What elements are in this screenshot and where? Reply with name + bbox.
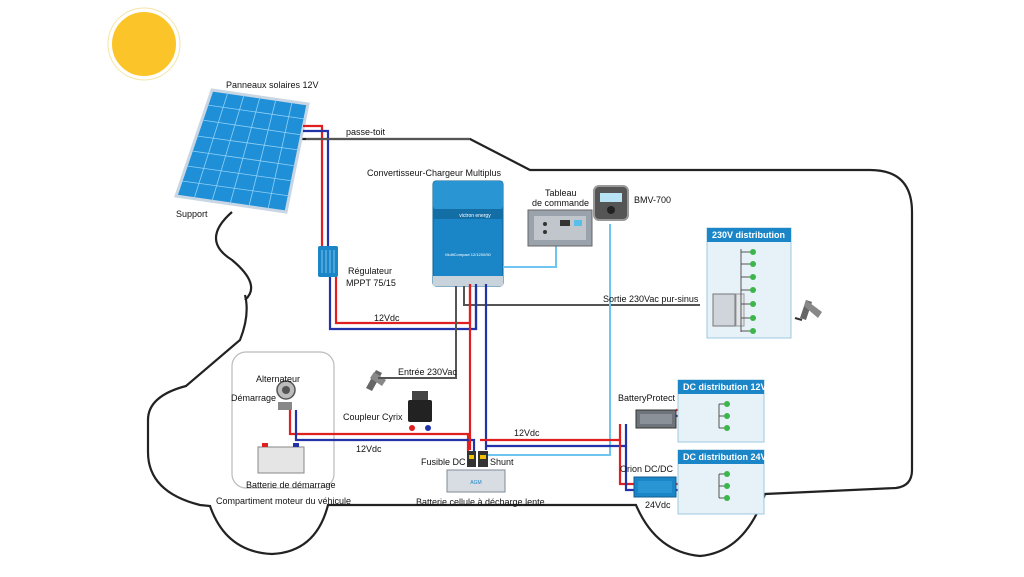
dc-12v-upper-label: 12Vdc (374, 313, 400, 323)
ac-distribution-header: 230V distribution (707, 228, 791, 242)
dc-24v-label: 24Vdc (645, 500, 671, 510)
multiplus-label: Convertisseur-Chargeur Multiplus (367, 168, 502, 178)
fuse-label: Fusible DC (421, 457, 466, 467)
dc12-distribution-header: DC distribution 12V (678, 380, 767, 394)
shunt-icon (478, 451, 488, 467)
camper-outline (146, 137, 914, 558)
ac-in-label: Entrée 230Vac (398, 367, 457, 377)
support-label: Support (176, 209, 208, 219)
regulator-label-1: Régulateur (348, 266, 393, 276)
leisure-battery-label: AGM (470, 480, 481, 486)
dc-12v-left-label: 12Vdc (356, 444, 382, 454)
leisure-battery-icon: AGM (446, 469, 506, 493)
solar-panels-label: Panneaux solaires 12V (226, 80, 319, 90)
dc24-distribution-header: DC distribution 24V (678, 450, 767, 464)
roof-pass-label: passe-toit (346, 127, 386, 137)
start-battery-label: Batterie de démarrage (246, 480, 336, 490)
leisure-battery-caption: Batterie cellule à décharge lente (416, 497, 545, 507)
regulator-label-2: MPPT 75/15 (346, 278, 396, 288)
ac-distribution-panel (706, 227, 792, 339)
battery-protect-label: BatteryProtect (618, 393, 676, 403)
start-battery-icon (257, 443, 305, 474)
control-panel-label-1: Tableau (545, 188, 577, 198)
multiplus-inverter-icon: victron energy MultiCompact 12/1200/50 (432, 180, 504, 287)
orion-label: Orion DC/DC (620, 464, 674, 474)
control-panel-icon (527, 209, 593, 247)
ac-out-label: Sortie 230Vac pur-sinus (603, 294, 699, 304)
cyrix-label: Coupleur Cyrix (343, 412, 403, 422)
alternator-icon (276, 380, 296, 410)
orion-converter-icon (633, 476, 677, 498)
shunt-label: Shunt (490, 457, 514, 467)
sun-icon (110, 10, 178, 78)
ac-in-plug-icon (366, 370, 396, 391)
alternator-label: Alternateur (256, 374, 301, 384)
ac-out-plug-icon (794, 300, 822, 321)
dc-12v-right-label: 12Vdc (514, 428, 540, 438)
bmv-monitor-icon (593, 185, 629, 221)
mppt-regulator-icon (318, 246, 338, 277)
dc-fuse-icon (467, 451, 476, 467)
battery-protect-icon (635, 409, 677, 429)
bmv-label: BMV-700 (634, 195, 672, 205)
multiplus-model: MultiCompact 12/1200/50 (445, 252, 491, 257)
cyrix-coupler-icon (408, 391, 432, 431)
solar-panel-icon (173, 88, 310, 214)
engine-bay-label: Compartiment moteur du véhicule (216, 496, 352, 506)
engine-compartment-box (231, 351, 335, 489)
multiplus-brand: victron energy (459, 213, 491, 219)
control-panel-label-2: de commande (532, 198, 590, 208)
support-strut (215, 211, 253, 301)
starter-label: Démarrage (231, 393, 277, 403)
